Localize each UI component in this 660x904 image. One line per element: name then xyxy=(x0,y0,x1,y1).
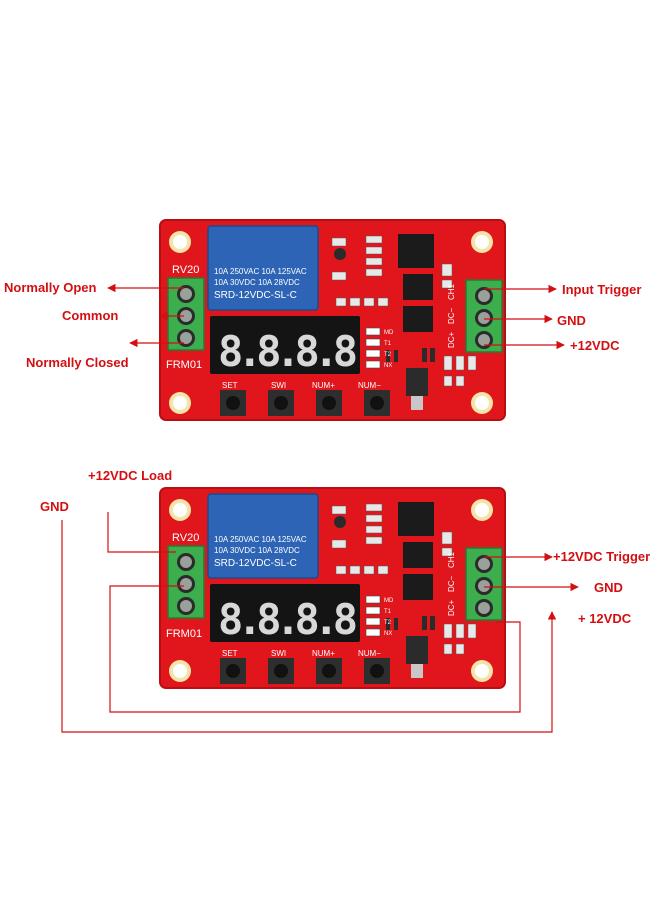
relay-rating-2: 10A 30VDC 10A 28VDC xyxy=(214,278,300,287)
board-name: FRM01 xyxy=(166,359,202,371)
label-gnd: GND xyxy=(557,313,586,328)
button-label-num-plus: NUM+ xyxy=(312,381,335,390)
relay-rating-1: 10A 250VAC 10A 125VAC xyxy=(214,267,307,276)
led-label-t2-2: T2 xyxy=(384,620,392,626)
pin-label-dc-minus: DC− xyxy=(447,307,456,324)
pin-label-dc-plus: DC+ xyxy=(447,331,456,348)
board-name-2: FRM01 xyxy=(166,628,202,640)
diagram-1: RV20 FRM01 10A 250VAC 10A 125VAC 10A 30V… xyxy=(4,219,641,421)
button-label-swi-2: SWI xyxy=(271,649,286,658)
wire-common-loop xyxy=(109,585,521,713)
label-12vdc: +12VDC xyxy=(570,338,620,353)
led-label-t1-2: T1 xyxy=(384,609,392,615)
wire-load xyxy=(107,512,176,553)
button-label-set-2: SET xyxy=(222,649,238,658)
relay-rating-2-2: 10A 30VDC 10A 28VDC xyxy=(214,546,300,555)
label-normally-open: Normally Open xyxy=(4,280,97,295)
label-input-trigger: Input Trigger xyxy=(562,282,641,297)
pin-label-ch1: CH1 xyxy=(447,283,456,300)
button-label-set: SET xyxy=(222,381,238,390)
led-label-t2: T2 xyxy=(384,352,392,358)
pin-label-ch1-2: CH1 xyxy=(447,551,456,568)
led-label-t1: T1 xyxy=(384,341,392,347)
pin-label-dc-minus-2: DC− xyxy=(447,575,456,592)
display-digits-2: 8.8.8.8 xyxy=(218,595,358,644)
led-label-md-2: MD xyxy=(384,598,394,604)
button-label-swi: SWI xyxy=(271,381,286,390)
pin-label-dc-plus-2: DC+ xyxy=(447,599,456,616)
button-label-num-plus-2: NUM+ xyxy=(312,649,335,658)
diagram-2: RV20 FRM01 10A 250VAC 10A 125VAC 10A 30V… xyxy=(40,468,650,733)
label-gnd-left: GND xyxy=(40,499,69,514)
relay-model-2: SRD-12VDC-SL-C xyxy=(214,558,297,569)
display-digits: 8.8.8.8 xyxy=(218,327,358,376)
label-plus-12vdc: + 12VDC xyxy=(578,611,632,626)
model-mark-2: RV20 xyxy=(172,532,199,544)
relay-rating-1-2: 10A 250VAC 10A 125VAC xyxy=(214,535,307,544)
relay-model: SRD-12VDC-SL-C xyxy=(214,290,297,301)
label-12vdc-load: +12VDC Load xyxy=(88,468,172,483)
label-normally-closed: Normally Closed xyxy=(26,355,129,370)
led-label-nx-2: NX xyxy=(384,631,392,637)
model-mark: RV20 xyxy=(172,264,199,276)
wire-gnd-loop xyxy=(61,520,557,733)
led-label-md: MD xyxy=(384,330,394,336)
label-common: Common xyxy=(62,308,118,323)
led-label-nx: NX xyxy=(384,363,392,369)
label-gnd-2: GND xyxy=(594,580,623,595)
label-12vdc-trigger: +12VDC Trigger xyxy=(553,549,650,564)
button-label-num-minus: NUM− xyxy=(358,381,381,390)
button-label-num-minus-2: NUM− xyxy=(358,649,381,658)
